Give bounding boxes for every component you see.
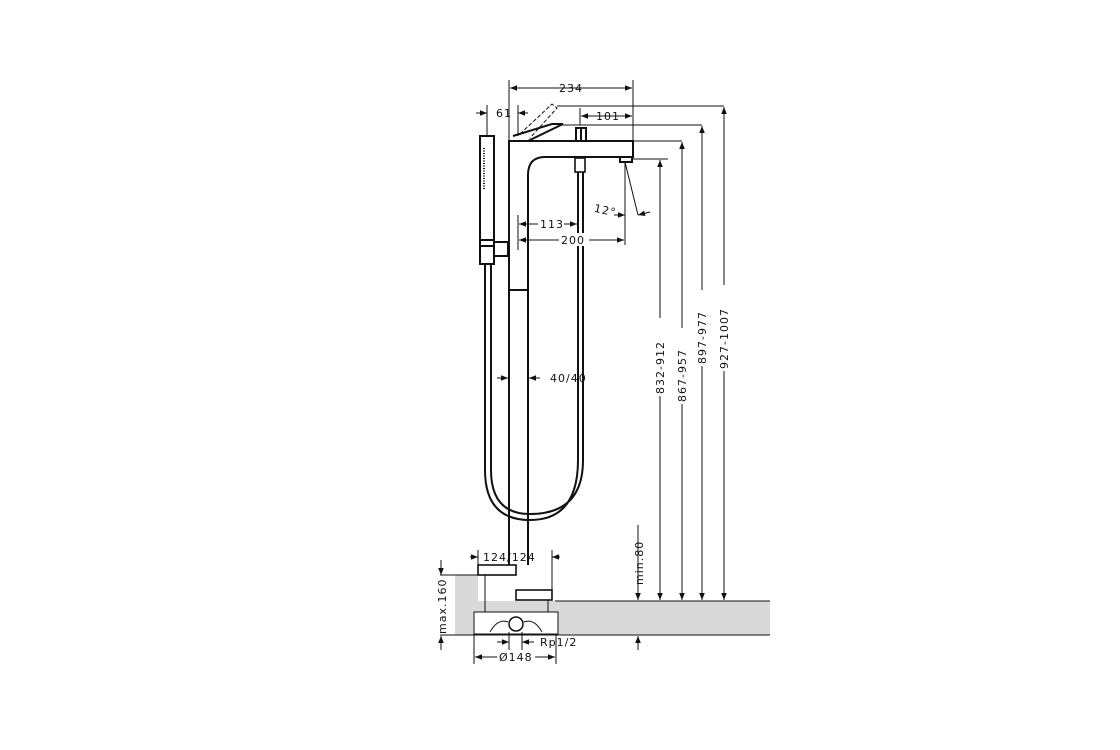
dim-61: 61 [496, 107, 512, 120]
dim-101: 101 [596, 110, 620, 123]
bath-mixer [479, 103, 634, 565]
dim-867-957: 867-957 [676, 349, 689, 402]
dim-832-912: 832-912 [654, 341, 667, 394]
dim-113: 113 [540, 218, 564, 231]
dim-angle: 12° [593, 202, 618, 219]
dim-rp-1-2: Rp1/2 [540, 636, 577, 649]
dim-234: 234 [559, 82, 583, 95]
dim-148: Ø148 [499, 651, 533, 664]
dim-124-124: 124/124 [483, 551, 536, 564]
dim-897-977: 897-977 [696, 311, 709, 364]
dim-max-160: max.160 [436, 579, 449, 634]
dimension-lines: 234 61 101 12° 113 200 40/40 832-912 [436, 80, 731, 664]
dim-200: 200 [561, 234, 585, 247]
mounting-box [473, 564, 559, 635]
dim-927-1007: 927-1007 [718, 308, 731, 369]
dim-min-80: min.80 [633, 541, 646, 585]
dim-40-40: 40/40 [550, 372, 587, 385]
